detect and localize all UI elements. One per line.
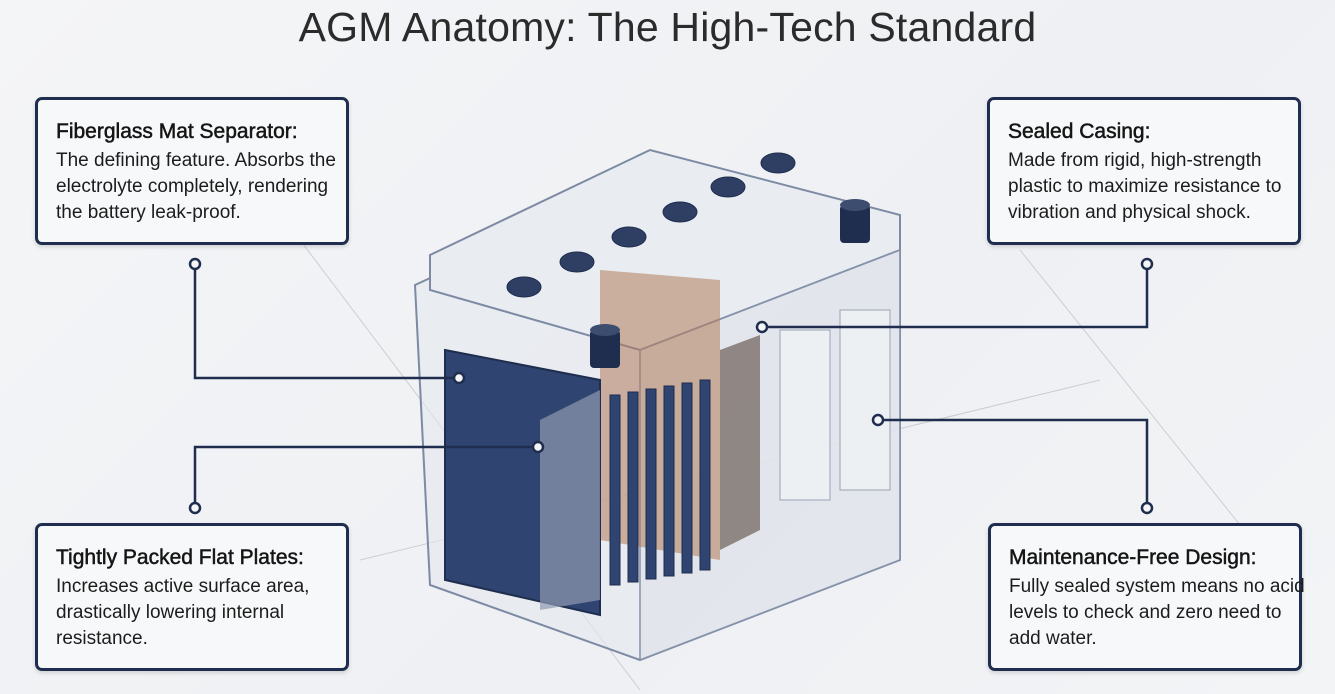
callout-text: Fully sealed system means no acid levels… (1009, 576, 1305, 649)
callout-text: Increases active surface area, drastical… (56, 576, 310, 649)
callout-heading: Fiberglass Mat Separator: (56, 120, 298, 144)
leader-lines (193, 264, 1149, 508)
page-title: AGM Anatomy: The High-Tech Standard (298, 4, 1037, 50)
leader-dots (188, 257, 1154, 515)
callout-heading: Maintenance-Free Design: (1009, 546, 1257, 570)
terminal-posts (590, 199, 870, 368)
callout-heading: Sealed Casing: (1008, 120, 1151, 144)
callout-tightly-packed-flat-plates: Tightly Packed Flat Plates: Increases ac… (35, 523, 349, 671)
callout-fiberglass-mat-separator: Fiberglass Mat Separator: The defining f… (35, 97, 349, 245)
callout-text: Made from rigid, high-strength plastic t… (1008, 150, 1282, 223)
battery-casing (413, 148, 901, 662)
callout-heading: Tightly Packed Flat Plates: (56, 546, 304, 570)
cell-caps (506, 152, 796, 298)
callout-maintenance-free-design: Maintenance-Free Design: Fully sealed sy… (988, 523, 1305, 671)
callout-sealed-casing: Sealed Casing: Made from rigid, high-str… (987, 97, 1301, 245)
callout-text: The defining feature. Absorbs the electr… (56, 150, 336, 223)
